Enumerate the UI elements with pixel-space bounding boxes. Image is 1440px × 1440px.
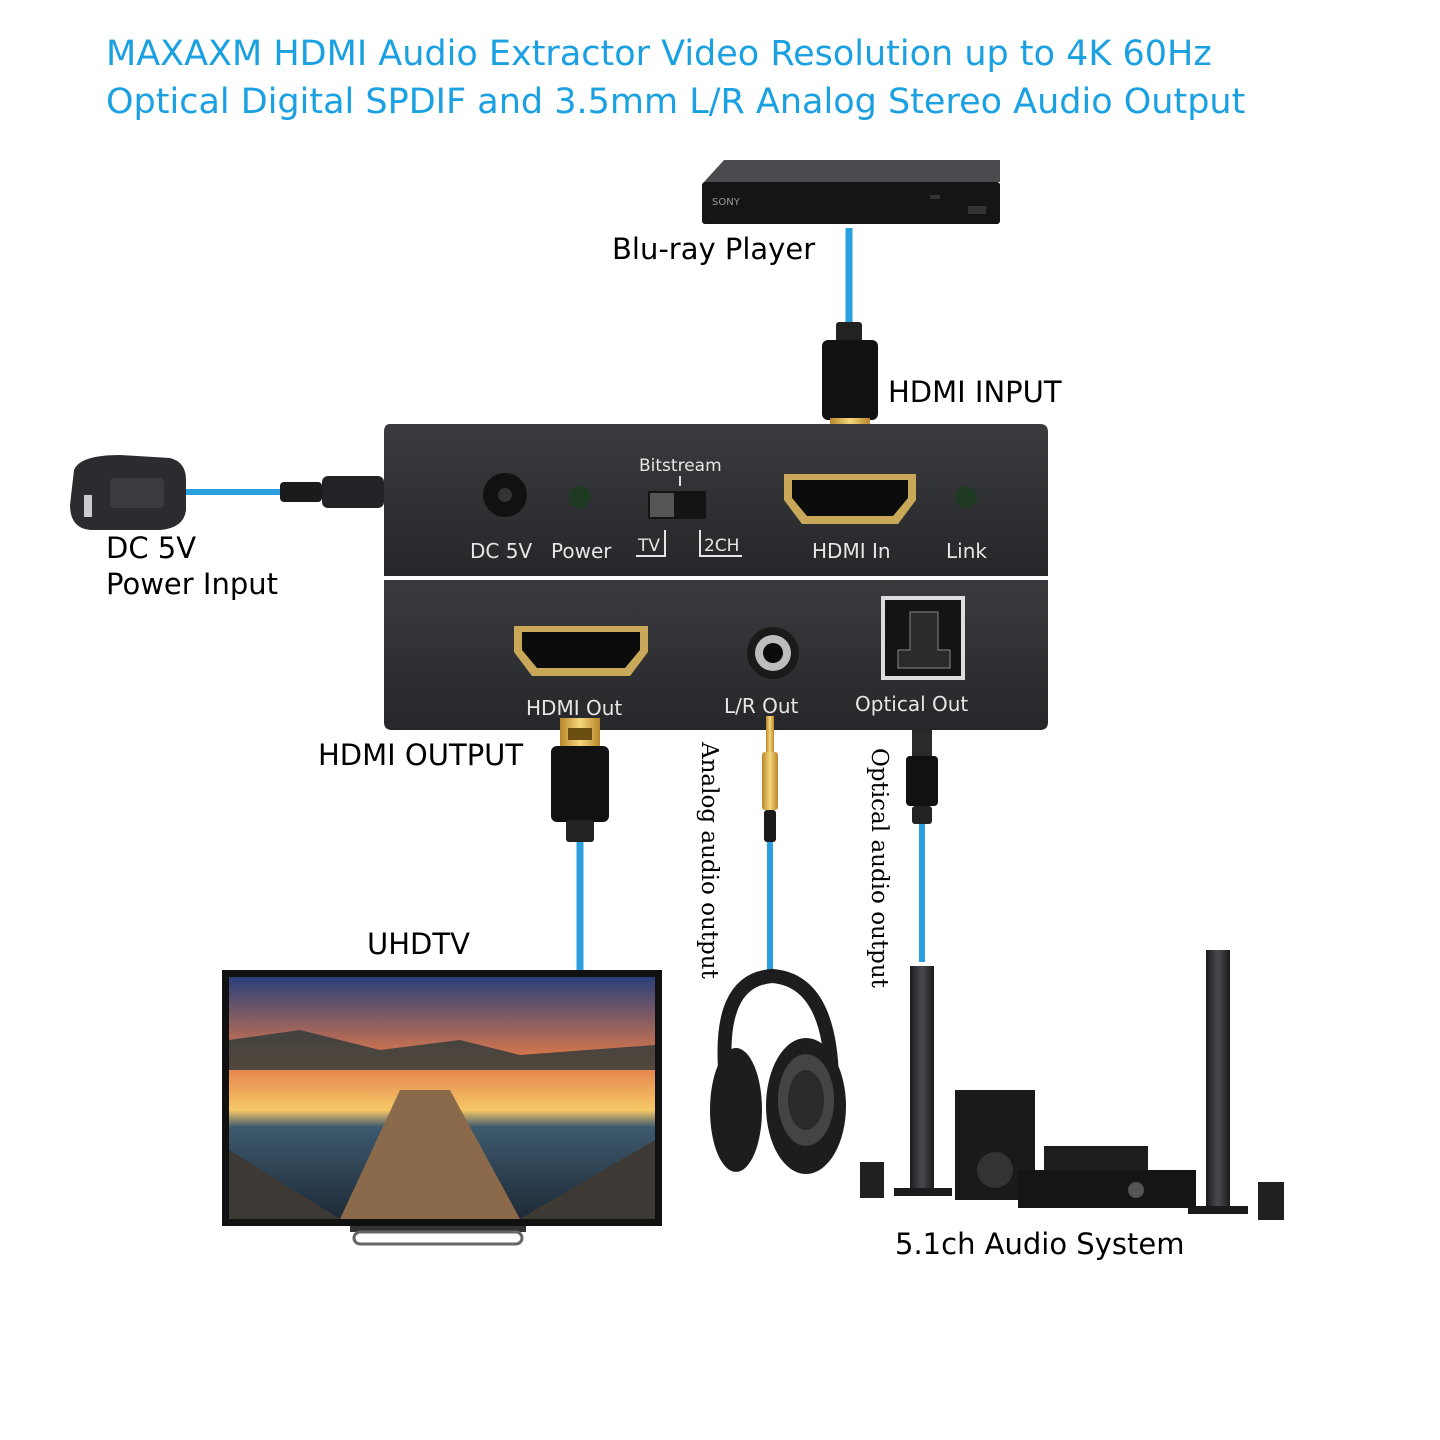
label-optical-audio-output: Optical audio output xyxy=(866,748,892,988)
analog-audio-plug xyxy=(762,716,778,842)
power-adapter xyxy=(70,455,186,530)
bluray-brand: SONY xyxy=(712,197,741,208)
label-hdmi-output: HDMI OUTPUT xyxy=(318,738,524,772)
label-bluray-player: Blu-ray Player xyxy=(612,232,816,266)
device-top-panel: Bitstream DC 5V Power TV 2CH HDMI In Lin… xyxy=(384,424,1048,576)
device-bottom-panel: HDMI Out L/R Out Optical Out xyxy=(384,580,1048,730)
label-bitstream: Bitstream xyxy=(639,456,722,476)
uhdtv xyxy=(222,970,662,1246)
label-lr-out: L/R Out xyxy=(724,694,799,718)
label-dc-5v: DC 5V xyxy=(106,531,197,565)
label-hdmi-input: HDMI INPUT xyxy=(888,375,1062,409)
headphones xyxy=(710,968,846,1174)
label-optical-out: Optical Out xyxy=(855,692,968,716)
label-link: Link xyxy=(946,539,987,563)
label-power-input: Power Input xyxy=(106,567,278,601)
label-analog-audio-output: Analog audio output xyxy=(696,742,722,979)
label-hdmi-out: HDMI Out xyxy=(526,696,622,720)
title-line-1: MAXAXM HDMI Audio Extractor Video Resolu… xyxy=(106,34,1212,74)
hdmi-output-plug xyxy=(551,718,609,842)
bluray-player: SONY xyxy=(702,160,1000,224)
label-dc5v: DC 5V xyxy=(470,539,532,563)
optical-audio-plug xyxy=(906,730,938,824)
label-tv: TV xyxy=(637,536,660,556)
cables xyxy=(182,228,925,972)
audio-system xyxy=(860,950,1284,1220)
label-hdmi-in: HDMI In xyxy=(812,539,891,563)
label-2ch: 2CH xyxy=(704,536,739,556)
label-audio-system: 5.1ch Audio System xyxy=(895,1227,1185,1261)
label-power: Power xyxy=(551,539,612,563)
label-uhdtv: UHDTV xyxy=(367,927,470,961)
title-line-2: Optical Digital SPDIF and 3.5mm L/R Anal… xyxy=(106,82,1246,122)
